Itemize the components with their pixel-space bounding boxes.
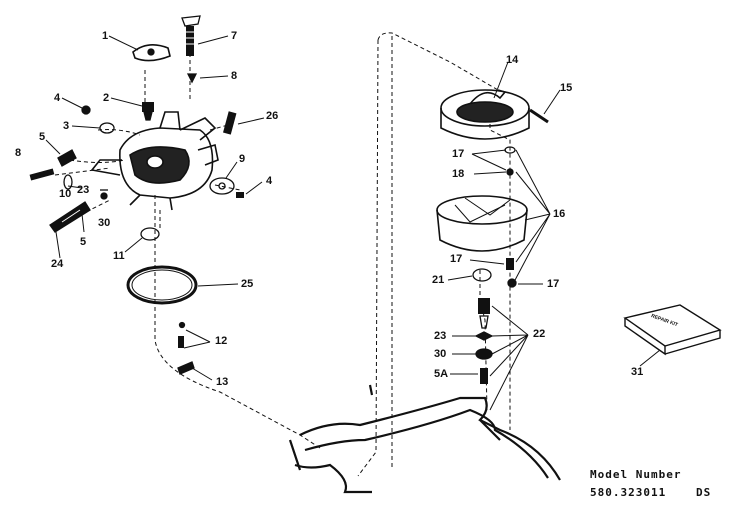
label-30b: 30: [434, 348, 447, 360]
part-8-seat: [186, 73, 198, 84]
carburetor-body: [90, 111, 219, 211]
part-12-ball: [178, 321, 186, 329]
label-1: 1: [102, 30, 109, 42]
part-21-gasket: [472, 268, 492, 282]
label-18: 18: [452, 168, 465, 180]
label-11: 11: [113, 250, 125, 262]
part-30a-o-ring: [100, 192, 108, 200]
label-23b: 23: [434, 330, 447, 342]
label-17b: 17: [450, 253, 463, 265]
label-25: 25: [241, 278, 254, 290]
label-4: 4: [54, 92, 61, 104]
fuel-line-assembly: [288, 384, 561, 494]
label-16: 16: [553, 208, 566, 220]
part-3-gasket: [99, 122, 115, 134]
leader-lines: [45, 35, 661, 411]
label-8b: 8: [15, 147, 22, 159]
part-4-plug: [81, 105, 91, 115]
label-17a: 17: [452, 148, 465, 160]
label-13: 13: [216, 376, 229, 388]
label-23: 23: [77, 184, 90, 196]
label-14: 14: [506, 54, 519, 66]
model-number-suffix: DS: [696, 486, 712, 499]
label-5A: 5A: [434, 368, 449, 380]
part-26-screw: [223, 111, 237, 135]
part-15-pin: [529, 108, 549, 124]
part-24-screw: [49, 201, 91, 233]
part-1-cover: [132, 44, 171, 62]
label-5b: 5: [80, 236, 87, 248]
part-31-repair-kit: [623, 304, 722, 356]
part-11-plug: [140, 227, 160, 241]
label-9: 9: [239, 153, 246, 165]
part-2-screw: [142, 102, 154, 121]
part-14-bowl-cover: [440, 89, 530, 140]
part-18-seal: [506, 168, 514, 176]
label-3: 3: [63, 120, 70, 132]
repair-kit-text: REPAIR KIT: [650, 313, 678, 328]
label-15: 15: [560, 82, 573, 94]
part-4b-screw: [236, 192, 244, 198]
part-7-needle-valve: [181, 15, 201, 56]
label-30: 30: [98, 217, 111, 229]
label-21: 21: [432, 274, 445, 286]
part-9-throttle-plate: [209, 177, 235, 195]
label-10: 10: [59, 188, 72, 200]
label-7: 7: [231, 30, 238, 42]
label-4b: 4: [266, 175, 273, 187]
label-2: 2: [103, 92, 110, 104]
part-5-spring: [57, 149, 77, 167]
model-number-label: Model Number: [590, 468, 682, 481]
part-22-nozzle-stack: [474, 298, 494, 384]
part-13-screw: [177, 361, 195, 375]
part-25-o-ring: [126, 265, 198, 305]
part-17b-screw: [506, 258, 514, 270]
label-12: 12: [215, 335, 228, 347]
label-5: 5: [39, 131, 46, 143]
label-22: 22: [533, 328, 546, 340]
label-26: 26: [266, 110, 279, 122]
part-10-washer: [63, 174, 73, 190]
part-16-float-bowl: [436, 195, 528, 252]
label-31: 31: [631, 366, 644, 378]
part-12-spring: [178, 336, 184, 348]
part-8b-screw: [29, 168, 55, 181]
model-number-value: 580.323011: [590, 486, 667, 499]
label-24: 24: [51, 258, 64, 270]
label-8: 8: [231, 70, 238, 82]
label-17c: 17: [547, 278, 560, 290]
